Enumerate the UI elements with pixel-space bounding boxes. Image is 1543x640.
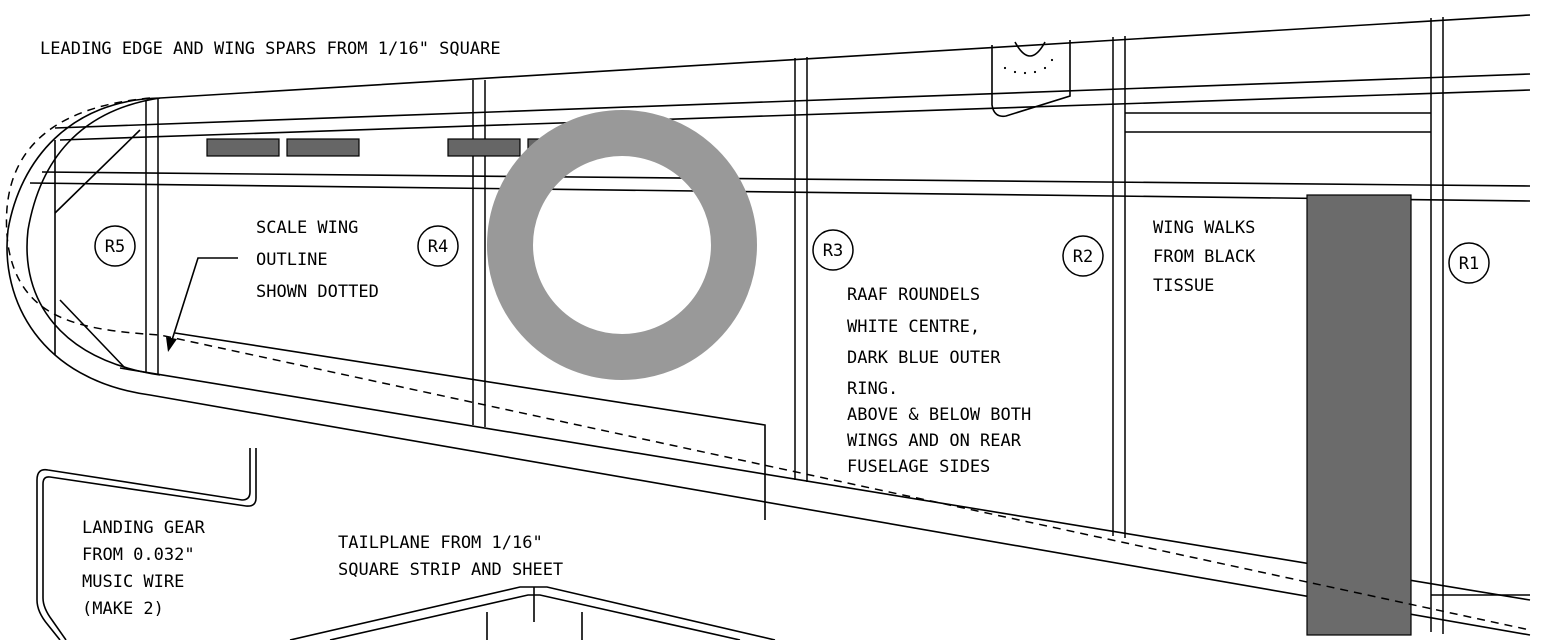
gear-mount-arc — [1014, 41, 1046, 57]
svg-text:WINGS AND ON REAR: WINGS AND ON REAR — [847, 431, 1022, 451]
landing-gear-wire — [36, 448, 251, 640]
svg-text:FROM 0.032": FROM 0.032" — [82, 545, 195, 565]
rib-label-r1-text: R1 — [1459, 254, 1479, 274]
svg-text:SHOWN DOTTED: SHOWN DOTTED — [256, 282, 379, 302]
ribs — [145, 17, 1530, 634]
svg-text:DARK BLUE OUTER: DARK BLUE OUTER — [847, 348, 1001, 368]
gear-mount-block — [991, 40, 1071, 118]
tip-brace-upper — [54, 129, 141, 214]
front-spar-upper — [54, 73, 1531, 129]
rib-label-r3: R3 — [812, 229, 854, 271]
rib-label-r1: R1 — [1448, 242, 1490, 284]
rib-label-r3-text: R3 — [823, 241, 843, 261]
gear-mount-dots — [1003, 58, 1054, 75]
rib-label-r2-text: R2 — [1073, 247, 1093, 267]
landing-gear-wire-inner — [42, 448, 257, 640]
rear-spar-lower — [29, 182, 1531, 202]
svg-text:MUSIC WIRE: MUSIC WIRE — [82, 572, 184, 592]
aileron-outline — [174, 332, 766, 520]
leading-edge-note: LEADING EDGE AND WING SPARS FROM 1/16" S… — [40, 39, 501, 59]
svg-text:ABOVE & BELOW BOTH: ABOVE & BELOW BOTH — [847, 405, 1031, 425]
svg-text:FROM BLACK: FROM BLACK — [1153, 247, 1256, 267]
scale-wing-note: SCALE WING OUTLINE SHOWN DOTTED — [256, 218, 379, 302]
scale-wing-outline-dotted — [5, 97, 1531, 631]
scale-wing-leader-arrow — [166, 337, 177, 352]
raaf-roundel — [487, 110, 757, 380]
rib-label-r2: R2 — [1062, 235, 1104, 277]
svg-text:TISSUE: TISSUE — [1153, 276, 1214, 296]
svg-text:WING WALKS: WING WALKS — [1153, 218, 1255, 238]
trailing-edge-inner — [119, 367, 1531, 601]
leading-edge-inner-strip — [26, 97, 161, 376]
tip-brace-lower — [59, 299, 126, 369]
scale-wing-leader — [171, 257, 238, 341]
rear-spar-upper — [41, 171, 1531, 187]
svg-text:OUTLINE: OUTLINE — [256, 250, 328, 270]
wing-leading-edge-outline — [6, 14, 1531, 636]
tailplane-note: TAILPLANE FROM 1/16" SQUARE STRIP AND SH… — [338, 533, 563, 580]
svg-text:TAILPLANE FROM 1/16": TAILPLANE FROM 1/16" — [338, 533, 543, 553]
svg-text:RAAF ROUNDELS: RAAF ROUNDELS — [847, 285, 980, 305]
svg-text:SCALE WING: SCALE WING — [256, 218, 358, 238]
rib-label-r4: R4 — [417, 225, 459, 267]
svg-text:FUSELAGE SIDES: FUSELAGE SIDES — [847, 457, 990, 477]
roundels-note: RAAF ROUNDELS WHITE CENTRE, DARK BLUE OU… — [847, 285, 1031, 477]
wing-walks-note: WING WALKS FROM BLACK TISSUE — [1153, 218, 1256, 296]
svg-text:RING.: RING. — [847, 379, 898, 399]
rib-label-r4-text: R4 — [428, 237, 448, 257]
svg-text:LANDING GEAR: LANDING GEAR — [82, 518, 206, 538]
landing-gear-note: LANDING GEAR FROM 0.032" MUSIC WIRE (MAK… — [82, 518, 206, 619]
wing-walk-strip — [1306, 194, 1412, 636]
rib-label-r5: R5 — [94, 225, 136, 267]
svg-text:(MAKE 2): (MAKE 2) — [82, 599, 164, 619]
svg-text:SQUARE STRIP AND SHEET: SQUARE STRIP AND SHEET — [338, 560, 563, 580]
svg-text:WHITE CENTRE,: WHITE CENTRE, — [847, 317, 980, 337]
rib-label-r5-text: R5 — [105, 237, 125, 257]
